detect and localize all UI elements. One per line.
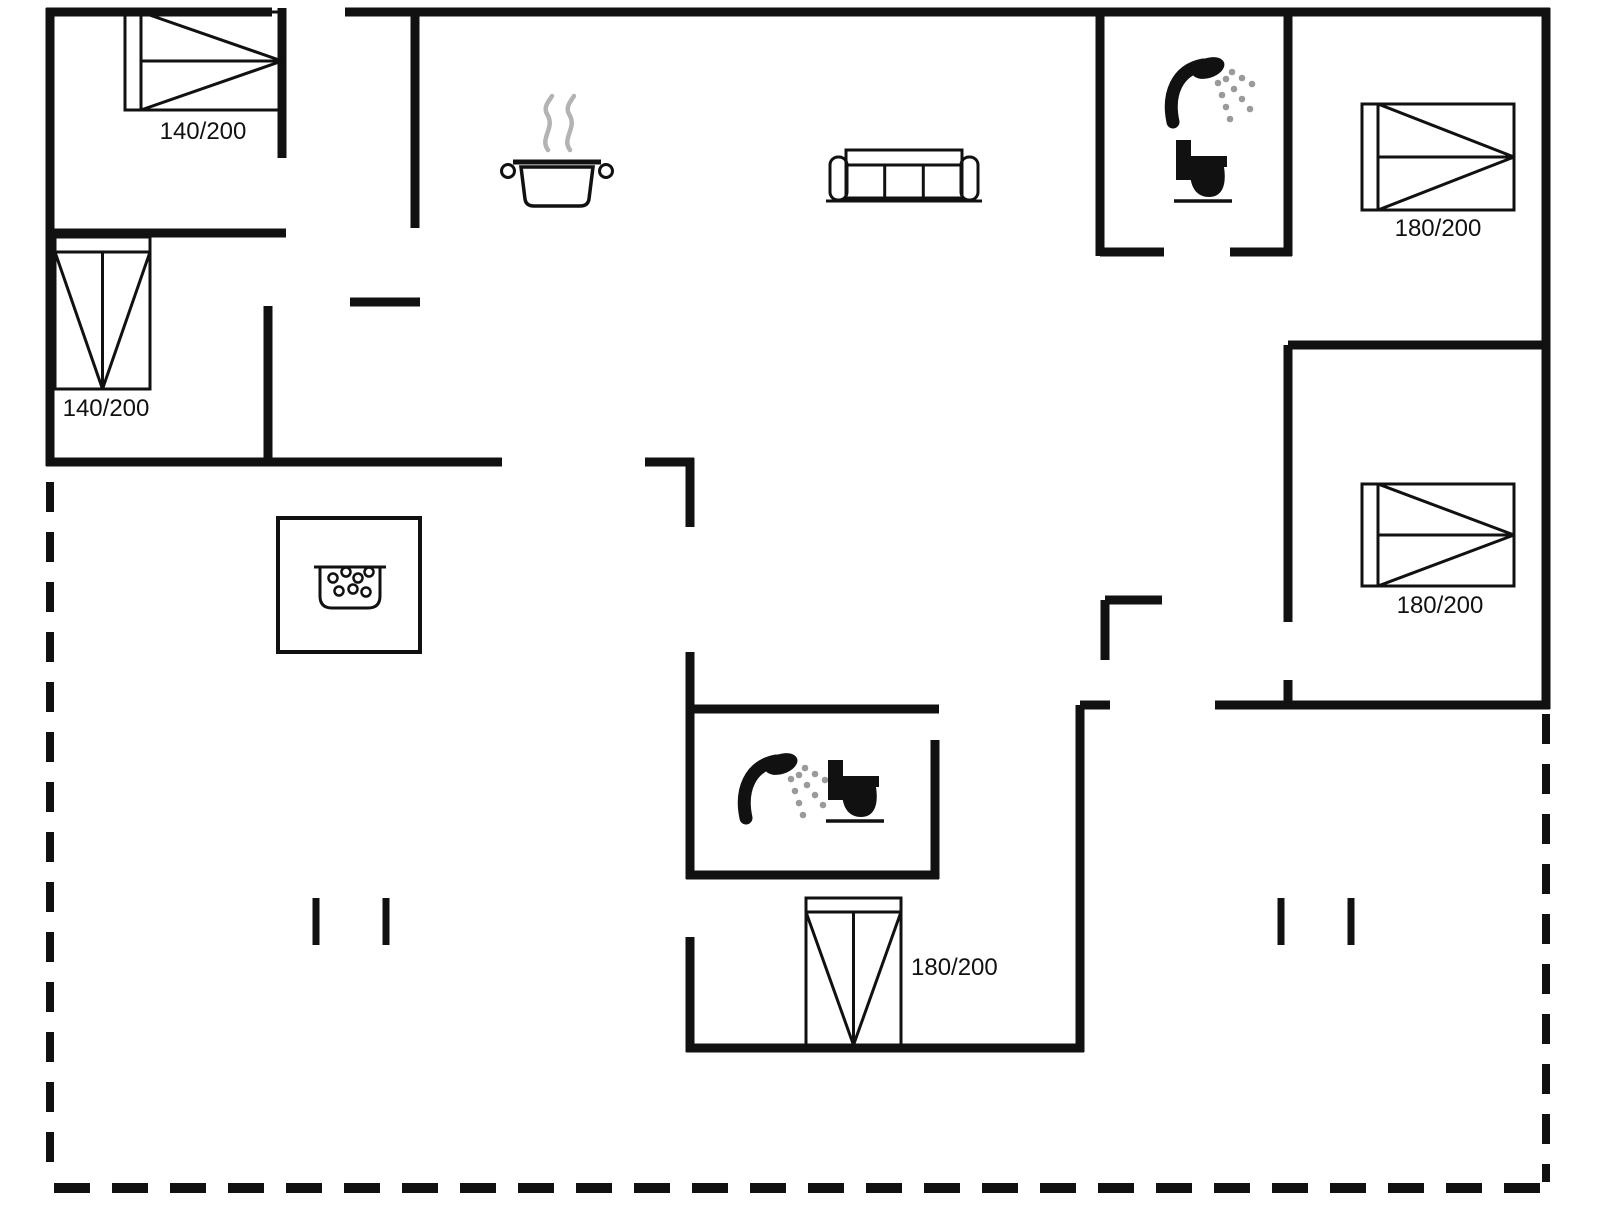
steam-icon — [565, 93, 577, 153]
steam-icon — [543, 93, 555, 153]
bed-size-label: 180/200 — [911, 954, 998, 981]
double-bed-icon — [53, 235, 152, 391]
bed-size-label: 140/200 — [63, 395, 150, 422]
double-bed-icon — [1360, 102, 1516, 212]
shower-icon — [1171, 53, 1255, 122]
sofa-icon — [826, 148, 982, 203]
double-bed-icon — [1360, 482, 1516, 588]
bed-size-label: 140/200 — [160, 118, 247, 145]
shower-icon — [744, 749, 828, 818]
double-bed-icon — [804, 896, 903, 1047]
whirlpool-icon — [314, 565, 386, 610]
walls — [45, 7, 1551, 1053]
bed-size-label: 180/200 — [1397, 592, 1484, 619]
double-bed-icon — [123, 10, 284, 112]
toilet-icon — [1172, 138, 1234, 203]
whirlpool-tub — [276, 516, 422, 654]
terrace-posts — [312, 898, 1355, 945]
stove-pot-icon — [500, 93, 614, 208]
bed-size-label: 180/200 — [1395, 215, 1482, 242]
toilet-icon — [824, 758, 886, 823]
terrace-boundary — [46, 482, 1550, 1193]
